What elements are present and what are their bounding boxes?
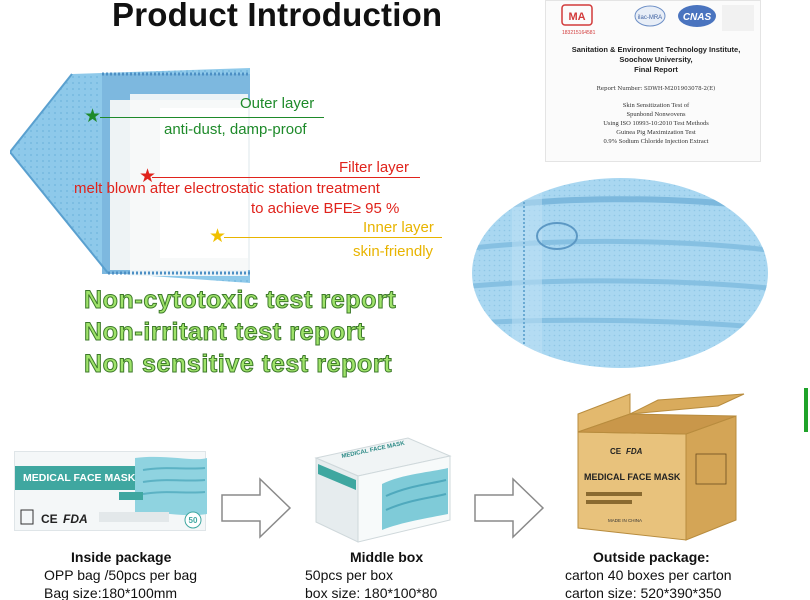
test-report-line: Non-cytotoxic test report [83,286,397,315]
red-star-icon: ★ [139,166,157,187]
certificate-description: Skin Sensitization Test of Spunbond Nonw… [603,102,709,145]
filter-layer-leader [152,177,420,178]
mask-layer-diagram [10,68,250,283]
inside-package-label: MEDICAL FACE MASK [23,472,136,484]
inside-package-line-1: OPP bag /50pcs per bag [44,567,198,583]
test-report-line: Non sensitive test report [83,350,393,379]
middle-box-line-2: box size: 180*100*80 [305,585,438,600]
edge-marker [804,388,808,432]
middle-box-title: Middle box [350,549,424,565]
outer-layer-leader [100,117,324,118]
test-report-certificate: MA 183215164581 ilac-MRA CNAS Sanitation… [545,0,761,162]
outside-package-line-1: carton 40 boxes per carton [565,567,732,583]
outside-carton-image: MEDICAL FACE MASK CE FDA MADE IN CHINA [577,393,745,541]
outer-layer-desc: anti-dust, damp-proof [164,121,307,138]
carton-fda-mark: FDA [626,447,643,456]
inner-layer-label: Inner layer [363,219,434,236]
ilac-logo-text: ilac-MRA [638,15,662,21]
fda-mark: FDA [63,512,88,526]
filter-layer-label: Filter layer [339,159,410,176]
bag-count-label: 50 [189,516,198,525]
inner-layer-desc: skin-friendly [353,243,434,260]
carton-ce-mark: CE [610,447,622,456]
middle-box-image: MEDICAL FACE MASK [314,437,452,543]
inside-package-title: Inside package [71,549,172,565]
ce-mark: CE [41,512,58,526]
cnas-logo-text: CNAS [683,12,712,23]
cma-number: 183215164581 [562,30,596,36]
right-arrow-icon [474,477,545,539]
middle-box-line-1: 50pcs per box [305,567,393,583]
yellow-star-icon: ★ [209,226,227,247]
inside-package-line-2: Bag size:180*100mm [44,585,178,600]
right-arrow-icon [221,477,292,539]
page-title: Product Introduction [112,0,443,33]
carton-label: MEDICAL FACE MASK [584,472,681,482]
filter-layer-desc-1: melt blown after electrostatic station t… [74,180,380,197]
mask-fabric-closeup [472,178,768,368]
certificate-report-number: Report Number: SDWH-M201903078-2(E) [596,86,716,92]
outside-package-line-2: carton size: 520*390*350 [565,585,722,600]
filter-layer-desc-2: to achieve BFE≥ 95 % [251,200,400,217]
mask-layers-illustration [10,68,250,283]
test-report-line: Non-irritant test report [83,318,366,347]
inside-package-image: 50 CE FDA MEDICAL FACE MASK [14,451,207,531]
carton-made-in: MADE IN CHINA [608,518,642,523]
outer-layer-label: Outer layer [240,95,315,112]
outside-package-title: Outside package: [593,549,710,565]
certificate-organization: Sanitation & Environment Technology Inst… [571,45,741,74]
certification-logos: MA 183215164581 ilac-MRA CNAS [561,4,754,36]
inner-layer-leader [224,237,442,238]
cma-logo-text: MA [568,11,585,23]
green-star-icon: ★ [84,106,102,127]
